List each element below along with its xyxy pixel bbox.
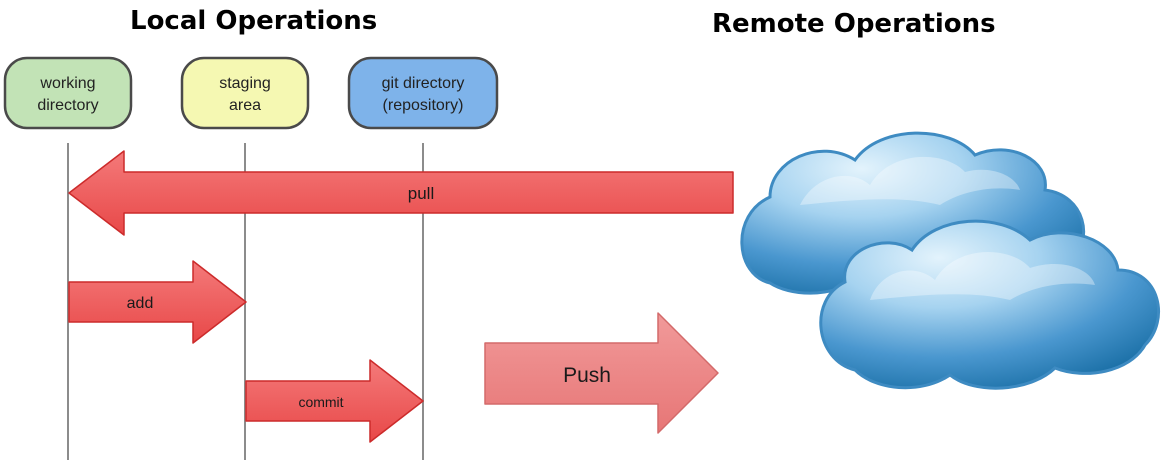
local-operations-heading: Local Operations [130,6,378,36]
commit-arrow: commit [245,359,424,443]
add-label: add [127,295,154,312]
staging-area-box: staging area [180,56,310,130]
add-arrow: add [68,260,247,344]
repository-box: git directory (repository) [347,56,499,130]
remote-operations-heading: Remote Operations [712,9,996,39]
pull-arrow: pull [68,150,734,236]
repository-label-line2: (repository) [383,97,464,114]
working-directory-label-line1: working [39,75,95,92]
staging-area-label-line2: area [229,97,261,114]
commit-label: commit [298,394,343,410]
working-directory-box: working directory [3,56,133,130]
working-directory-label-line2: directory [37,97,98,114]
repository-label-line1: git directory [382,75,465,92]
front-cloud-icon [819,219,1160,390]
push-label: Push [563,364,611,387]
push-arrow: Push [484,312,719,434]
pull-label: pull [408,184,434,203]
cloud-icon [740,131,1160,390]
staging-area-label-line1: staging [219,75,271,92]
